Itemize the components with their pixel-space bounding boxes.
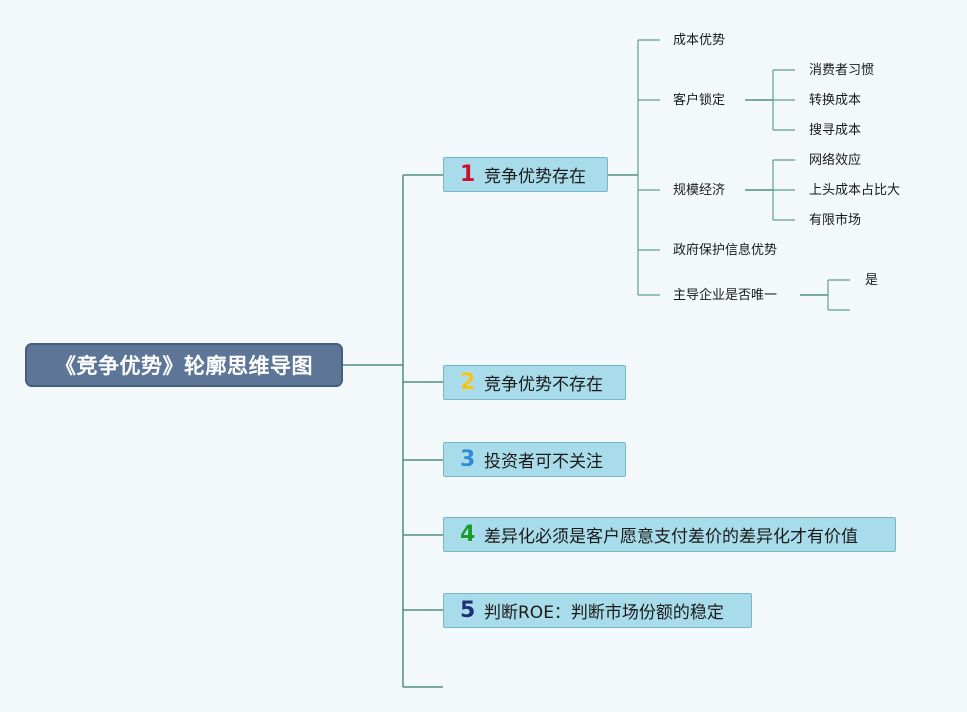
branch-5-number: 5 bbox=[460, 598, 476, 623]
branch-2-label: 竞争优势不存在 bbox=[484, 375, 603, 395]
topic-network-effect[interactable]: 网络效应 bbox=[809, 153, 862, 168]
branch-4-number: 4 bbox=[460, 522, 476, 547]
root-topic[interactable]: 《竞争优势》轮廓思维导图 bbox=[25, 343, 343, 387]
branch-1[interactable]: 1 竞争优势存在 bbox=[443, 157, 608, 192]
branch-3-number: 3 bbox=[460, 447, 476, 472]
topic-dominant-firm[interactable]: 主导企业是否唯一 bbox=[673, 288, 778, 303]
topic-customer-lockin[interactable]: 客户锁定 bbox=[673, 93, 726, 108]
topic-gov-protection[interactable]: 政府保护信息优势 bbox=[673, 243, 778, 258]
branch-3-label: 投资者可不关注 bbox=[484, 452, 603, 472]
root-title: 《竞争优势》轮廓思维导图 bbox=[55, 354, 313, 378]
branch-5-label: 判断ROE：判断市场份额的稳定 bbox=[484, 603, 724, 623]
branch-1-number: 1 bbox=[460, 162, 476, 187]
branch-1-label: 竞争优势存在 bbox=[484, 167, 586, 187]
topic-yes[interactable]: 是 bbox=[865, 273, 879, 288]
topic-limited-market[interactable]: 有限市场 bbox=[809, 213, 862, 228]
topic-cost-advantage[interactable]: 成本优势 bbox=[673, 33, 726, 48]
branch-5[interactable]: 5 判断ROE：判断市场份额的稳定 bbox=[443, 593, 752, 628]
branch-2-number: 2 bbox=[460, 370, 476, 395]
branch-4-label: 差异化必须是客户愿意支付差价的差异化才有价值 bbox=[484, 527, 858, 547]
topic-upfront-cost[interactable]: 上头成本占比大 bbox=[809, 183, 901, 198]
topic-consumer-habit[interactable]: 消费者习惯 bbox=[809, 63, 875, 78]
topic-switching-cost[interactable]: 转换成本 bbox=[809, 93, 862, 108]
topic-economies-of-scale[interactable]: 规模经济 bbox=[673, 183, 726, 198]
topic-search-cost[interactable]: 搜寻成本 bbox=[809, 123, 862, 138]
branch-4[interactable]: 4 差异化必须是客户愿意支付差价的差异化才有价值 bbox=[443, 517, 896, 552]
branch-2[interactable]: 2 竞争优势不存在 bbox=[443, 365, 626, 400]
branch-3[interactable]: 3 投资者可不关注 bbox=[443, 442, 626, 477]
